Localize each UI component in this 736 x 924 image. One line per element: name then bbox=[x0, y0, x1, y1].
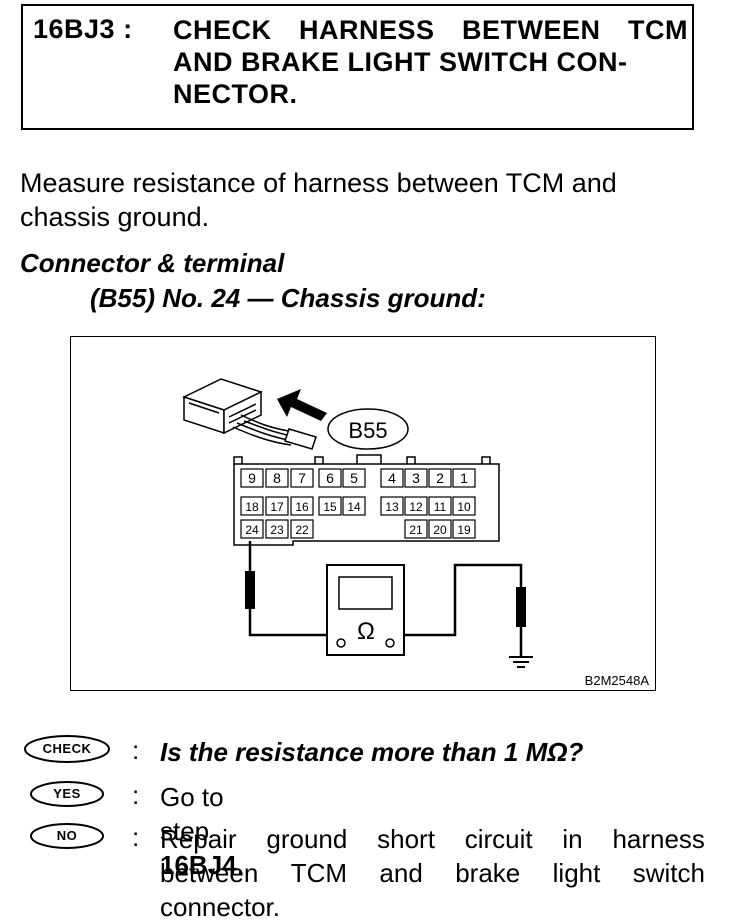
yes-answer: Go to step 16BJ4. bbox=[160, 780, 244, 882]
terminal-5-cell bbox=[342, 468, 366, 488]
terminal-6: 6 bbox=[326, 470, 334, 486]
connector-terminal-detail: (B55) No. 24 — Chassis ground: bbox=[90, 283, 486, 313]
terminal-2-cell bbox=[428, 468, 452, 488]
yes-badge: YES bbox=[22, 778, 112, 810]
yes-prefix: Go to step bbox=[160, 782, 224, 846]
terminal-11-cell bbox=[428, 496, 452, 516]
terminal-16-cell bbox=[290, 496, 314, 516]
no-badge-label: NO bbox=[56, 828, 78, 843]
terminal-7-cell bbox=[290, 468, 314, 488]
terminal-13: 13 bbox=[385, 500, 399, 514]
check-question: Is the resistance more than 1 MΩ? bbox=[160, 737, 584, 767]
terminal-22: 22 bbox=[295, 523, 309, 537]
terminal-5: 5 bbox=[350, 470, 358, 486]
probe-right-icon bbox=[516, 587, 526, 627]
terminal-21-cell bbox=[404, 519, 428, 539]
terminal-9: 9 bbox=[248, 470, 256, 486]
terminal-19-cell bbox=[452, 519, 476, 539]
terminal-17-cell bbox=[265, 496, 289, 516]
connector-label-oval bbox=[327, 408, 409, 450]
terminal-15: 15 bbox=[323, 500, 337, 514]
terminal-14: 14 bbox=[347, 500, 361, 514]
terminal-2: 2 bbox=[436, 470, 444, 486]
terminal-21: 21 bbox=[409, 523, 423, 537]
chassis-ground-icon bbox=[509, 656, 533, 668]
yes-step-ref: 16BJ4 bbox=[160, 850, 237, 880]
terminal-16: 16 bbox=[295, 500, 309, 514]
step-id: 16BJ3 : bbox=[33, 14, 133, 44]
terminal-23-cell bbox=[265, 519, 289, 539]
terminal-3: 3 bbox=[412, 470, 420, 486]
terminal-8-cell bbox=[265, 468, 289, 488]
terminal-24-cell bbox=[240, 519, 264, 539]
step-title-line-3: NECTOR. bbox=[173, 79, 298, 109]
connector-terminal-heading: Connector & terminal bbox=[20, 248, 285, 278]
terminal-9-cell bbox=[240, 468, 264, 488]
terminal-17: 17 bbox=[270, 500, 284, 514]
instruction-line-2: chassis ground. bbox=[20, 202, 210, 232]
terminal-11: 11 bbox=[434, 500, 447, 514]
connector-face bbox=[233, 454, 500, 546]
terminal-24: 24 bbox=[245, 523, 259, 537]
check-colon: : bbox=[132, 735, 140, 765]
yes-badge-label: YES bbox=[53, 786, 81, 801]
terminal-12: 12 bbox=[409, 500, 423, 514]
step-title-line-2: AND BRAKE LIGHT SWITCH CON- bbox=[173, 47, 628, 77]
terminal-14-cell bbox=[342, 496, 366, 516]
terminal-15-cell bbox=[318, 496, 342, 516]
probe-left-icon bbox=[245, 571, 255, 609]
harness-connector-icon bbox=[182, 378, 317, 450]
no-colon: : bbox=[132, 822, 140, 852]
terminal-22-cell bbox=[290, 519, 314, 539]
terminal-3-cell bbox=[404, 468, 428, 488]
connector-label: B55 bbox=[348, 418, 387, 443]
terminal-18-cell bbox=[240, 496, 264, 516]
terminal-18: 18 bbox=[245, 500, 259, 514]
yes-colon: : bbox=[132, 780, 140, 810]
terminal-20-cell bbox=[428, 519, 452, 539]
terminal-10-cell bbox=[452, 496, 476, 516]
terminal-12-cell bbox=[404, 496, 428, 516]
terminal-1: 1 bbox=[460, 470, 468, 486]
instruction-line-1: Measure resistance of harness between TC… bbox=[20, 168, 617, 198]
yes-suffix: . bbox=[236, 850, 244, 880]
check-badge: CHECK bbox=[22, 733, 112, 765]
terminal-1-cell bbox=[452, 468, 476, 488]
terminal-13-cell bbox=[380, 496, 404, 516]
terminal-4: 4 bbox=[388, 470, 396, 486]
terminal-23: 23 bbox=[270, 523, 284, 537]
terminal-7: 7 bbox=[298, 470, 306, 486]
no-badge: NO bbox=[22, 820, 112, 852]
terminal-10: 10 bbox=[457, 500, 471, 514]
figure-code: B2M2548A bbox=[585, 673, 650, 688]
terminal-6-cell bbox=[318, 468, 342, 488]
terminal-8: 8 bbox=[273, 470, 281, 486]
check-badge-label: CHECK bbox=[42, 741, 92, 756]
ohm-symbol: Ω bbox=[357, 618, 375, 645]
ohmmeter-icon bbox=[326, 564, 405, 656]
terminal-19: 19 bbox=[457, 523, 471, 537]
insertion-arrow-icon bbox=[277, 389, 327, 421]
terminal-20: 20 bbox=[433, 523, 447, 537]
terminal-4-cell bbox=[380, 468, 404, 488]
no-line-3: connector. bbox=[160, 892, 280, 922]
instruction-text: Measure resistance of harness between TC… bbox=[20, 166, 710, 234]
